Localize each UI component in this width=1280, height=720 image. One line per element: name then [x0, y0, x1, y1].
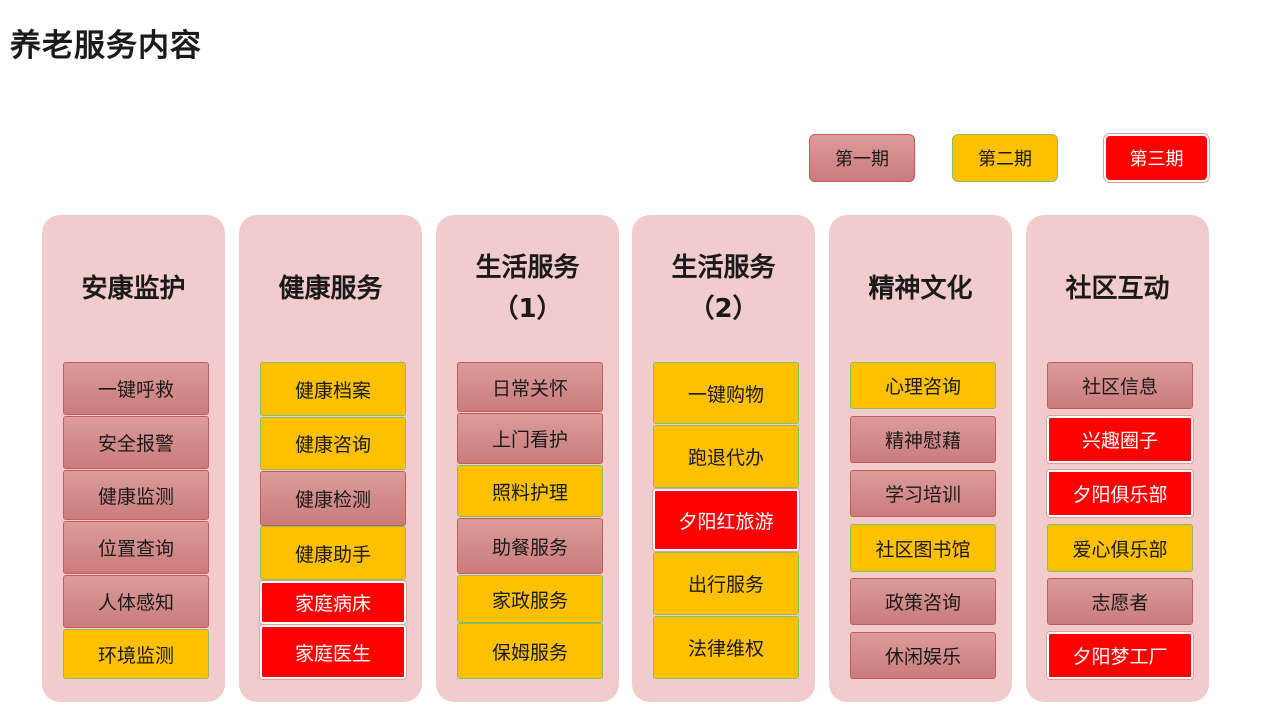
service-item: 日常关怀 — [457, 362, 603, 412]
column-title: 精神文化 — [868, 274, 973, 304]
service-item: 法律维权 — [653, 616, 799, 679]
column-title: 生活服务 — [671, 253, 776, 283]
service-item: 家庭医生 — [260, 625, 406, 679]
service-item: 健康档案 — [260, 362, 406, 416]
service-column: 生活服务 （2） 一键购物跑退代办夕阳红旅游出行服务法律维权 — [632, 215, 815, 702]
service-item: 健康助手 — [260, 526, 406, 580]
service-item: 助餐服务 — [457, 518, 603, 574]
service-column: 生活服务 （1） 日常关怀上门看护照料护理助餐服务家政服务保姆服务 — [436, 215, 619, 702]
service-item: 一键呼救 — [63, 362, 209, 415]
service-item: 家庭病床 — [260, 581, 406, 624]
service-item: 夕阳俱乐部 — [1047, 470, 1193, 517]
column-title: 健康服务 — [278, 274, 383, 304]
service-item: 精神慰藉 — [850, 416, 996, 463]
service-item: 兴趣圈子 — [1047, 416, 1193, 463]
legend-phase1: 第一期 — [809, 134, 915, 182]
page-title: 养老服务内容 — [10, 28, 202, 64]
service-item: 健康监测 — [63, 470, 209, 520]
column-title: 社区互动 — [1065, 274, 1170, 304]
column-title: （2） — [688, 294, 759, 324]
service-item: 休闲娱乐 — [850, 632, 996, 679]
service-item: 政策咨询 — [850, 578, 996, 625]
service-item: 跑退代办 — [653, 425, 799, 488]
service-column: 健康服务健康档案健康咨询健康检测健康助手家庭病床家庭医生 — [239, 215, 422, 702]
service-item: 家政服务 — [457, 575, 603, 623]
service-item: 健康咨询 — [260, 417, 406, 470]
service-column: 社区互动社区信息兴趣圈子夕阳俱乐部爱心俱乐部志愿者夕阳梦工厂 — [1026, 215, 1209, 702]
service-item: 学习培训 — [850, 470, 996, 517]
service-item: 出行服务 — [653, 552, 799, 615]
column-title: （1） — [492, 294, 563, 324]
service-item: 安全报警 — [63, 416, 209, 469]
service-column: 精神文化心理咨询精神慰藉学习培训社区图书馆政策咨询休闲娱乐 — [829, 215, 1012, 702]
service-item: 上门看护 — [457, 413, 603, 464]
service-item: 保姆服务 — [457, 623, 603, 679]
service-item: 爱心俱乐部 — [1047, 524, 1193, 572]
service-item: 社区图书馆 — [850, 524, 996, 572]
service-item: 环境监测 — [63, 629, 209, 679]
service-item: 位置查询 — [63, 521, 209, 574]
legend-phase3: 第三期 — [1104, 134, 1209, 182]
service-item: 人体感知 — [63, 575, 209, 628]
service-item: 夕阳红旅游 — [653, 489, 799, 551]
service-item: 照料护理 — [457, 465, 603, 517]
column-title: 生活服务 — [475, 253, 580, 283]
service-item: 一键购物 — [653, 362, 799, 424]
service-item: 心理咨询 — [850, 362, 996, 409]
service-column: 安康监护一键呼救安全报警健康监测位置查询人体感知环境监测 — [42, 215, 225, 702]
column-title: 安康监护 — [81, 274, 186, 304]
service-item: 社区信息 — [1047, 362, 1193, 409]
service-item: 夕阳梦工厂 — [1047, 632, 1193, 679]
legend-phase2: 第二期 — [952, 134, 1058, 182]
service-item: 健康检测 — [260, 471, 406, 526]
service-item: 志愿者 — [1047, 578, 1193, 625]
